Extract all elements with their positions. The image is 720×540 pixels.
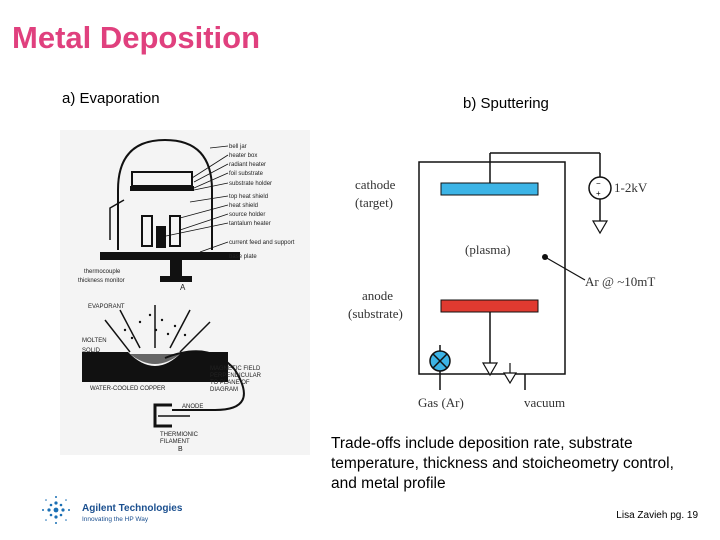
- evaporation-diagram: bell jar heater box radiant heater foil …: [60, 130, 310, 455]
- callout-9: current feed and support: [229, 240, 295, 246]
- callout-10: base plate: [229, 254, 257, 260]
- lower-label-5: PERPENDICULAR: [210, 373, 262, 379]
- callout-5: top heat shield: [229, 194, 268, 200]
- substrate-label: (substrate): [348, 306, 403, 321]
- svg-text:+: +: [596, 189, 601, 198]
- ground-icon-source: [591, 220, 609, 235]
- callout-0: bell jar: [229, 144, 247, 150]
- heat-shield-left: [141, 215, 153, 247]
- callout-4: substrate holder: [229, 181, 272, 187]
- callout-6: heat shield: [229, 203, 258, 209]
- heat-shield-right: [169, 215, 181, 247]
- agilent-logo: Agilent Technologies Innovating the HP W…: [42, 496, 183, 524]
- plasma-label: (plasma): [465, 242, 510, 257]
- callout-1: heater box: [229, 153, 257, 159]
- anode-label: anode: [362, 288, 393, 303]
- callout-3: foil substrate: [229, 171, 264, 177]
- evaporation-label: a) Evaporation: [62, 90, 160, 107]
- lower-label-9: THERMIONIC: [160, 432, 199, 438]
- gas-label: Gas (Ar): [418, 395, 464, 410]
- thermocouple-wire: [109, 199, 125, 240]
- lower-label-7: DIAGRAM: [210, 387, 238, 393]
- lower-label-8: ANODE: [182, 404, 203, 410]
- sputtering-label: b) Sputtering: [463, 95, 549, 112]
- lower-label-2: SOLID: [82, 348, 101, 354]
- vacuum-label: vacuum: [524, 395, 565, 410]
- sputtering-diagram: − + cathode (target) (plasma) anode (sub…: [348, 152, 655, 410]
- lower-label-4: MAGNETIC FIELD: [210, 366, 261, 372]
- agilent-spark-icon: [42, 496, 70, 524]
- target-label: (target): [355, 195, 393, 210]
- electron-beam-path: [164, 350, 245, 411]
- page-title: Metal Deposition: [12, 20, 261, 55]
- tantalum-heater: [156, 226, 166, 248]
- callout-8: tantalum heater: [229, 221, 271, 227]
- tradeoffs-text: Trade-offs include deposition rate, subs…: [331, 435, 674, 492]
- cathode-label: cathode: [355, 177, 396, 192]
- anode-electrode: [440, 299, 539, 313]
- lower-label-3: WATER-COOLED COPPER: [90, 386, 166, 392]
- anode-plate: [153, 403, 172, 428]
- argon-pressure-label: Ar @ ~10mT: [585, 274, 655, 289]
- callout-2: radiant heater: [229, 162, 266, 168]
- base-plate: [100, 252, 240, 260]
- footer-credit: Lisa Zavieh pg. 19: [616, 510, 698, 521]
- substrate-holder: [130, 186, 194, 191]
- feedthrough: [170, 260, 182, 276]
- ground-icon-vacuum: [502, 372, 518, 385]
- lower-label-0: EVAPORANT: [88, 304, 125, 310]
- lower-label-1: MOLTEN: [82, 338, 107, 344]
- left-label-0: thermocouple: [84, 269, 121, 275]
- bell-jar: [117, 138, 213, 250]
- voltage-label: 1-2kV: [614, 180, 648, 195]
- ground-icon-anode: [481, 362, 499, 377]
- company-tagline: Innovating the HP Way: [82, 516, 149, 523]
- lower-label-10: FILAMENT: [160, 439, 190, 445]
- water-cooled-crucible: [82, 352, 228, 382]
- figure-b-label: B: [178, 446, 183, 453]
- left-label-1: thickness monitor: [78, 278, 125, 284]
- svg-text:−: −: [596, 179, 601, 188]
- cathode-electrode: [440, 182, 539, 196]
- company-name: Agilent Technologies: [82, 503, 183, 514]
- figure-a-label: A: [180, 283, 186, 292]
- callout-7: source holder: [229, 212, 265, 218]
- lower-label-6: TO PLANE OF: [210, 380, 250, 386]
